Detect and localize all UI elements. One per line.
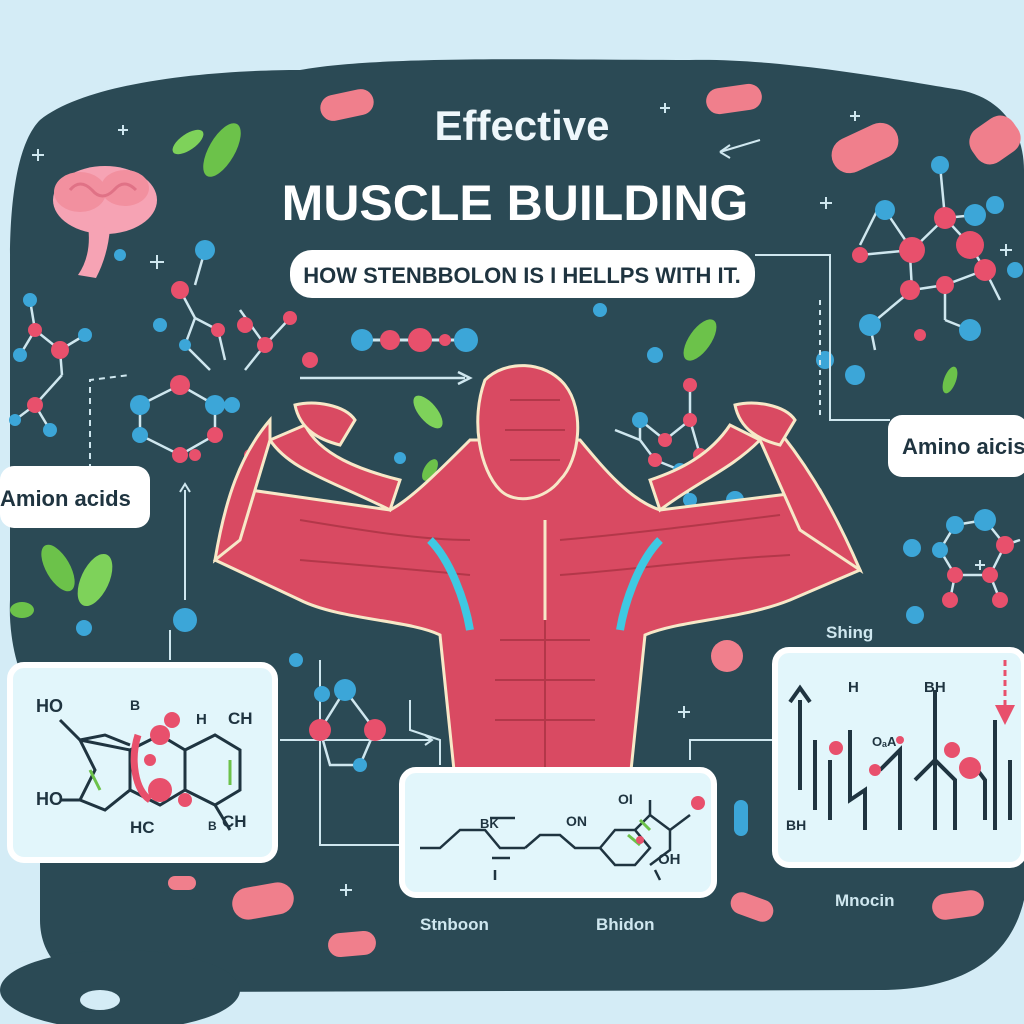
- callout-right-text: Amino aicis: [902, 434, 1024, 459]
- leaf-icon: [413, 319, 958, 481]
- callout-right-box: [888, 415, 1024, 477]
- panel-right-h: H: [848, 679, 859, 696]
- title-line2: MUSCLE BUILDING: [282, 175, 749, 231]
- panel-left-ch-bottom: CH: [222, 812, 247, 831]
- title-line1: Effective: [434, 102, 609, 149]
- subtitle-box: [290, 250, 755, 298]
- panel-center-bk: BK: [480, 816, 499, 831]
- panel-right-bh-top: BH: [924, 679, 946, 696]
- sparkle-decoration: [32, 103, 1012, 896]
- molecule-chain-arrow: [300, 328, 478, 386]
- label-bhidon: Bhidon: [596, 915, 655, 934]
- panel-right: H BH OₐA BH: [772, 647, 1024, 868]
- bubble: [0, 950, 240, 1024]
- panel-left-hc: HC: [130, 818, 155, 837]
- subtitle-text: HOW STENBBOLON IS I HELLPS WITH IT.: [303, 263, 741, 288]
- panel-left-b-small: B: [208, 819, 217, 833]
- panel-left: HO HO B H CH HC B CH: [7, 662, 278, 863]
- brain-icon: [53, 166, 157, 278]
- label-mnocin: Mnocin: [835, 891, 895, 910]
- molecule-atoms: [816, 156, 1023, 385]
- pill-icon: [168, 83, 1021, 958]
- panel-right-oa: OₐA: [872, 734, 897, 749]
- callout-left-text: Amion acids: [0, 486, 131, 511]
- muscle-figure-icon: [212, 364, 864, 802]
- callout-left-box: [0, 466, 150, 528]
- panel-center-oh: OH: [658, 851, 681, 868]
- panel-center: BK ON OI OH: [399, 767, 717, 898]
- connector-lines: [89, 139, 890, 846]
- panel-right-bh-bottom: BH: [786, 817, 806, 833]
- panel-center-oi: OI: [618, 791, 633, 807]
- panel-left-b: B: [130, 697, 140, 713]
- panel-left-ho-top: HO: [36, 696, 63, 716]
- bubble: [80, 990, 120, 1010]
- panel-left-h: H: [196, 711, 207, 728]
- panel-left-ho-bottom: HO: [36, 789, 63, 809]
- molecule-icon: [173, 608, 386, 772]
- leaf-icon: [172, 123, 241, 177]
- label-shing: Shing: [826, 623, 873, 642]
- panel-center-on: ON: [566, 813, 587, 829]
- panel-left-ch-top: CH: [228, 709, 253, 728]
- label-stnboon: Stnboon: [420, 915, 489, 934]
- leaf-icon: [10, 544, 113, 618]
- molecule-atoms: [9, 240, 318, 463]
